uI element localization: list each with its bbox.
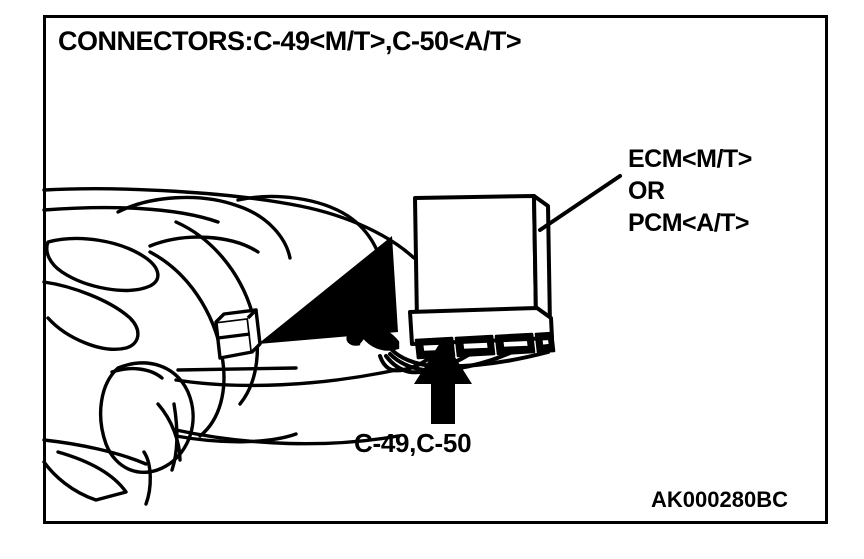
leader-line-ecm [538, 174, 622, 232]
location-box-side [246, 308, 262, 354]
console-lower-line [142, 450, 152, 506]
instrument-hood [116, 195, 292, 260]
ecm-body-face [413, 194, 538, 324]
connector-tab-3 [494, 332, 536, 356]
harness-strand-4 [378, 354, 434, 373]
lower-dash-edge [42, 438, 148, 466]
instrument-hood-inner [148, 235, 260, 254]
figure-title: CONNECTORS:C-49<M/T>,C-50<A/T> [58, 26, 522, 56]
windshield-base-line [42, 187, 416, 260]
connector-callout: C-49,C-50 [354, 428, 472, 458]
ecm-callout-line-1: ECM<M/T> [628, 145, 752, 173]
ecm-module [408, 194, 554, 346]
vehicle-interior-outline [42, 187, 416, 506]
ecm-pcm-callout: ECM<M/T> OR PCM<A/T> [628, 143, 752, 239]
dash-shelf-line [176, 366, 298, 372]
ecm-location-box [214, 308, 262, 360]
harness-end-tail [346, 330, 369, 346]
cluster-oval-upper [45, 236, 160, 293]
steering-wheel [99, 361, 195, 475]
center-stack-line [156, 402, 182, 462]
location-box-seam [217, 332, 251, 340]
ecm-callout-line-3: PCM<A/T> [628, 209, 750, 237]
connector-tab-2 [454, 334, 496, 358]
dash-bottom-right [174, 428, 400, 446]
dash-top-right [174, 368, 398, 388]
cluster-oval-lower [42, 280, 140, 351]
harness-end-plug [359, 324, 400, 351]
pointer-wedge [258, 236, 398, 344]
figure-reference-code: AK000280BC [651, 487, 788, 512]
connector-up-arrow [414, 338, 472, 424]
ecm-callout-line-2: OR [628, 177, 665, 205]
knee-bolster [42, 450, 128, 502]
steering-wheel-spoke [110, 366, 164, 380]
connector-tab-4 [534, 331, 556, 354]
dash-top-curve [42, 205, 220, 224]
